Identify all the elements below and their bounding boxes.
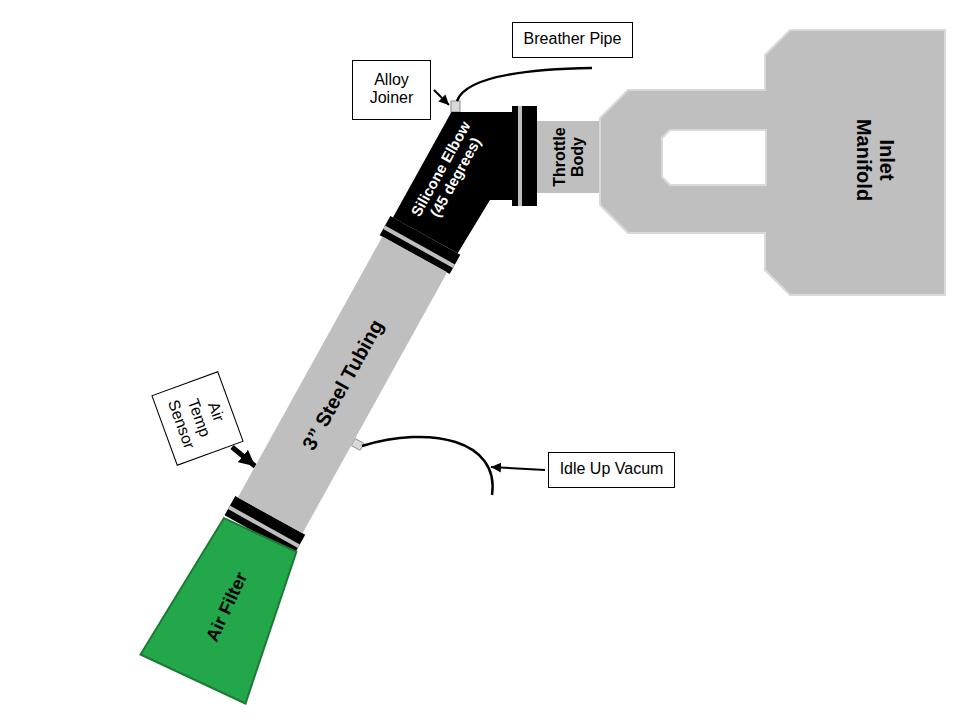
label-holder: 3” Steel Tubing <box>272 270 413 500</box>
silicone-elbow-shape <box>393 112 512 253</box>
callout-box: Alloy Joiner <box>352 60 431 120</box>
air-filter: Air Filter <box>139 517 298 705</box>
throttle-body: Throttle Body <box>537 121 601 193</box>
part-label: Idle Up Vacum <box>559 460 664 478</box>
steel-tubing-shape <box>238 237 447 534</box>
throttle-body-shape <box>537 121 601 193</box>
silicone-elbow: Silicone Elbow (45 degrees) <box>392 112 513 254</box>
sensor-arrow <box>232 447 255 466</box>
inlet-manifold: Inlet Manifold <box>600 30 946 296</box>
idle-up-hose <box>362 437 493 495</box>
callout-box: Air Temp Sensor <box>151 371 243 466</box>
label-holder: Inlet Manifold <box>852 105 898 215</box>
inlet-manifold-shape <box>600 30 945 295</box>
part-label: Breather Pipe <box>523 30 622 48</box>
clamp-band <box>512 106 537 206</box>
part-label: Throttle Body <box>551 122 588 192</box>
callout-box: Idle Up Vacum <box>548 452 675 488</box>
leader-arrow <box>491 467 545 470</box>
alloy-joiner-stub <box>451 101 460 112</box>
clamp-stripe <box>518 106 522 206</box>
part-label: 3” Steel Tubing <box>272 270 413 500</box>
part-label: Alloy Joiner <box>363 71 420 108</box>
part-label: Inlet Manifold <box>852 105 898 215</box>
label-holder: Throttle Body <box>551 122 588 192</box>
breather-pipe-line <box>457 68 592 101</box>
callout-box: Breather Pipe <box>512 22 633 58</box>
air-filter-shape <box>141 518 297 703</box>
leader-arrow <box>434 90 449 105</box>
steel-tubing: 3” Steel Tubing <box>237 236 448 534</box>
part-label: Air Temp Sensor <box>162 381 233 453</box>
